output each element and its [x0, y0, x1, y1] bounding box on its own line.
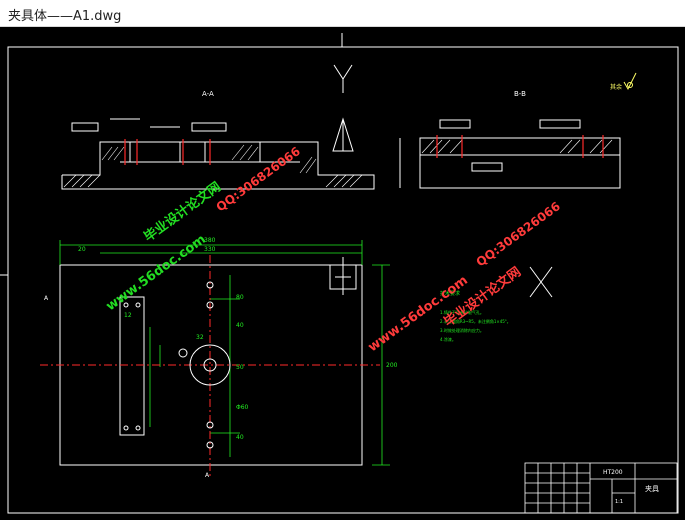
- dim-right-bottom: 40: [236, 434, 244, 441]
- dim-pitch2: 50: [236, 364, 244, 371]
- section-a-label: A-A: [202, 90, 214, 98]
- section-a-redlines: [124, 139, 211, 165]
- drawing-frame: [7, 46, 679, 514]
- tech-note-line: 1.铸件不得有砂眼气孔。: [440, 309, 484, 315]
- title-scale: 1:1: [615, 499, 623, 505]
- section-a-view: [61, 118, 375, 190]
- watermark-qq: QQ:306826066: [214, 144, 303, 214]
- section-b-view: [399, 119, 621, 189]
- dim-pitch: 80: [236, 294, 244, 301]
- watermark-qq: QQ:306826066: [474, 199, 563, 269]
- cut-mark-bottom: A: [205, 472, 210, 479]
- dim-bore: Φ60: [236, 404, 249, 411]
- title-material: HT200: [603, 469, 623, 476]
- watermark-left: www.56doc.com 毕业设计论文网 QQ:306826066: [104, 144, 303, 314]
- projection-symbol: [332, 117, 354, 152]
- title-block: [524, 462, 678, 514]
- y-symbol: [333, 64, 353, 93]
- tech-note-line: 3.时效处理消除内应力。: [440, 327, 484, 333]
- tech-notes: 技术要求 1.铸件不得有砂眼气孔。 2.未注圆角R3~R5，未注倒角1×45°。…: [440, 290, 511, 342]
- dim-slot: 12: [124, 312, 132, 319]
- window-titlebar: 夹具体——A1.dwg: [0, 0, 685, 27]
- window-title: 夹具体——A1.dwg: [8, 9, 122, 24]
- section-a-hatch: [63, 144, 363, 188]
- cut-mark-left: A: [44, 295, 49, 302]
- roughness-note: 其余: [610, 83, 622, 91]
- watermark-site: www.56doc.com: [104, 232, 209, 314]
- dim-height: 200: [386, 362, 398, 369]
- dim-overall-width: 380: [204, 237, 216, 244]
- dim-right-top: 40: [236, 322, 244, 329]
- section-b-hatch: [421, 139, 613, 154]
- plan-holes: [123, 281, 231, 449]
- title-name: 夹具: [645, 484, 659, 493]
- drawing-svg: A-A B-B: [0, 33, 679, 514]
- roughness-symbol: [623, 72, 637, 91]
- dim-center: 32: [196, 334, 204, 341]
- section-b-redlines: [436, 135, 604, 158]
- section-b-label: B-B: [514, 90, 526, 98]
- dim-width-inner: 330: [204, 246, 216, 253]
- tech-note-line: 4.涂漆。: [440, 336, 456, 342]
- dim-left: 20: [78, 246, 86, 253]
- cross-mark: [529, 266, 553, 298]
- tech-note-line: 2.未注圆角R3~R5，未注倒角1×45°。: [440, 318, 511, 324]
- tech-note-line: 技术要求: [440, 290, 460, 297]
- plan-centerlines: [40, 255, 380, 477]
- cad-canvas[interactable]: A-A B-B: [0, 27, 685, 516]
